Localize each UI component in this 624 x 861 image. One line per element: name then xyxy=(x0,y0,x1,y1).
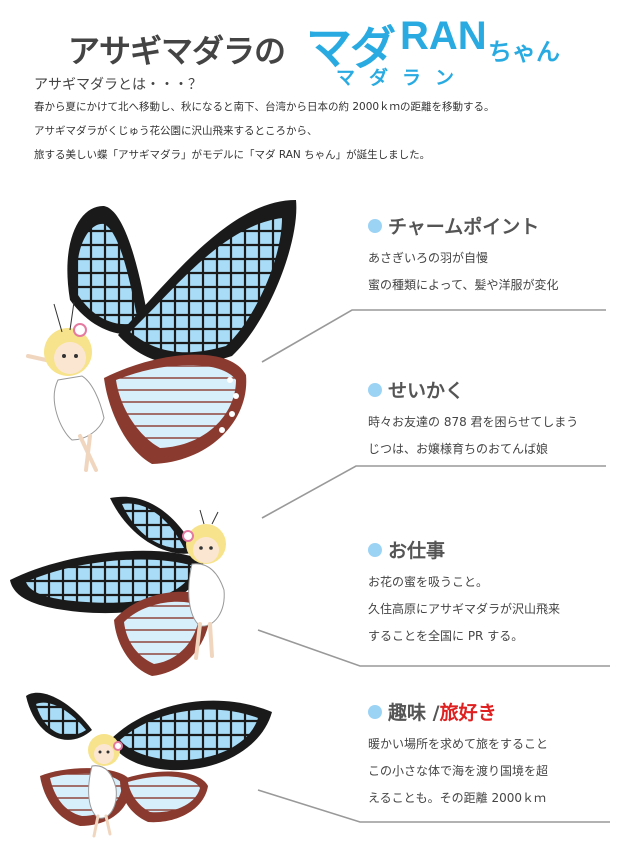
section-line: 暖かい場所を求めて旅をすること xyxy=(368,737,549,751)
title-highlight: マダ xyxy=(306,21,396,75)
section-line: じつは、お嬢様育ちのおてんば娘 xyxy=(368,442,549,456)
intro-line: 旅する美しい蝶「アサギマダラ」がモデルに「マダ RAN ちゃん」が誕生しました。 xyxy=(34,149,431,161)
section-work: お仕事 お花の蜜を吸うこと。 久住高原にアサギマダラが沢山飛来 することを全国に… xyxy=(368,536,618,644)
connector-lines xyxy=(257,309,610,823)
section-title: チャームポイント xyxy=(388,216,540,238)
butterfly-3 xyxy=(26,692,272,838)
section-heading: チャームポイント xyxy=(368,212,618,239)
page-title: アサギマダラの マダ RAN ちゃん マダラン xyxy=(0,8,624,89)
section-hobby: 趣味 / 旅好き 暖かい場所を求めて旅をすること この小さな体で海を渡り国境を超… xyxy=(368,698,618,806)
section-line: 蜜の種類によって、髪や洋服が変化 xyxy=(368,278,559,292)
section-personality: せいかく 時々お友達の 878 君を困らせてしまう じつは、お嬢様育ちのおてんば… xyxy=(368,376,618,457)
section-line: 時々お友達の 878 君を困らせてしまう xyxy=(368,415,579,429)
title-ran: RAN xyxy=(400,14,487,58)
section-title-accent: 旅好き xyxy=(439,702,497,724)
bullet-icon xyxy=(368,382,382,397)
bullet-icon xyxy=(368,218,382,233)
title-main: アサギマダラの xyxy=(68,32,286,70)
intro-line: アサギマダラがくじゅう花公園に沢山飛来するところから、 xyxy=(34,125,318,137)
section-line: 久住高原にアサギマダラが沢山飛来 xyxy=(368,602,561,616)
bullet-icon xyxy=(368,542,382,557)
section-charm-point: チャームポイント あさぎいろの羽が自慢 蜜の種類によって、髪や洋服が変化 xyxy=(368,212,618,293)
section-heading: お仕事 xyxy=(368,536,618,563)
intro-line: 春から夏にかけて北へ移動し、秋になると南下、台湾から日本の約 2000ｋｍの距離… xyxy=(34,101,495,113)
section-line: えることも。その距離 2000ｋｍ xyxy=(368,791,546,805)
section-heading: 趣味 / 旅好き xyxy=(368,698,618,725)
section-line: この小さな体で海を渡り国境を超 xyxy=(368,764,549,778)
section-title: せいかく xyxy=(388,380,465,402)
butterfly-1 xyxy=(26,200,297,472)
section-title: お仕事 xyxy=(388,540,446,562)
section-line: することを全国に PR する。 xyxy=(368,629,524,643)
section-line: お花の蜜を吸うこと。 xyxy=(368,575,489,589)
intro-heading: アサギマダラとは・・・？ xyxy=(34,77,202,93)
bullet-icon xyxy=(368,704,382,719)
section-title: 趣味 / xyxy=(388,702,440,724)
section-heading: せいかく xyxy=(368,376,618,403)
title-suffix: ちゃん xyxy=(488,38,560,66)
section-line: あさぎいろの羽が自慢 xyxy=(368,251,489,265)
butterfly-2 xyxy=(10,496,226,676)
title-ruby: マダラン xyxy=(336,67,469,89)
